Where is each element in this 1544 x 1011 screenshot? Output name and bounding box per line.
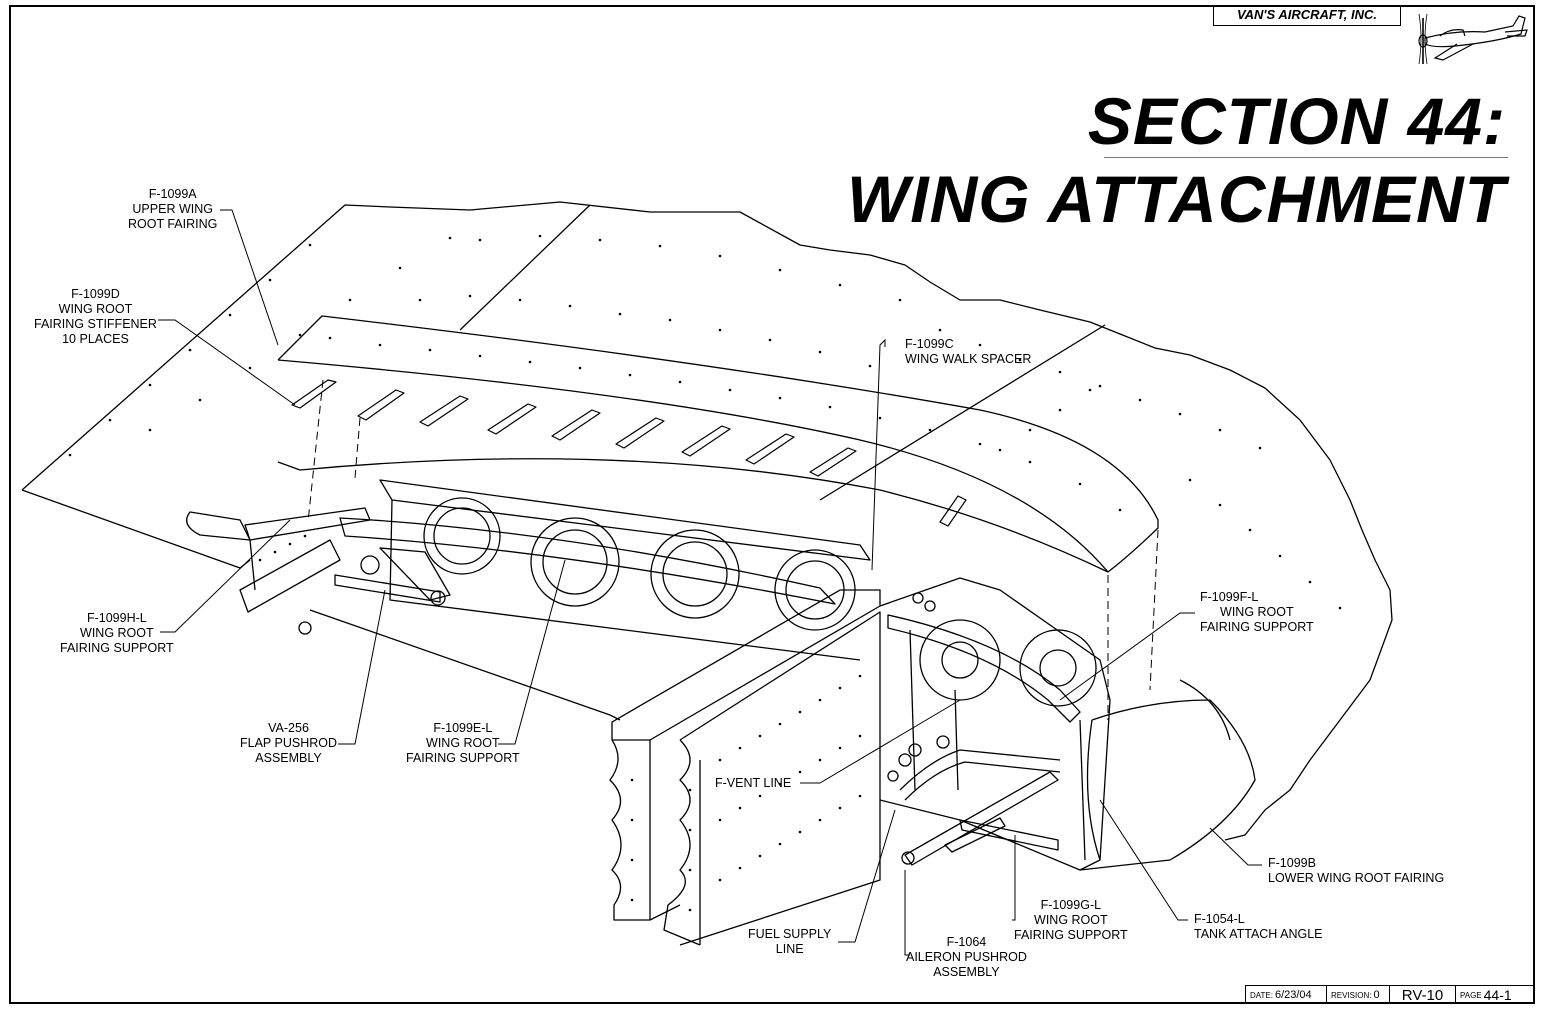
callout-line: F-VENT LINE bbox=[715, 776, 792, 790]
fairing-stiffeners bbox=[291, 379, 967, 527]
aileron-pushrod bbox=[904, 771, 1059, 866]
callout-lower-wing-root-fairing: F-1099B LOWER WING ROOT FAIRING bbox=[1268, 856, 1444, 886]
upper-fairing bbox=[277, 315, 1159, 573]
page-value: 44-1 bbox=[1483, 987, 1512, 1003]
part-number: F-1099G-L bbox=[1040, 898, 1102, 912]
callout-line: FUEL SUPPLY bbox=[748, 927, 832, 941]
callout-line: WING WALK SPACER bbox=[905, 352, 1032, 366]
callout-fairing-support-f: F-1099F-L WING ROOT FAIRING SUPPORT bbox=[1200, 590, 1314, 635]
part-number: F-1099B bbox=[1268, 856, 1316, 870]
section-title: SECTION 44: bbox=[1087, 84, 1506, 158]
part-number: F-1054-L bbox=[1194, 912, 1245, 926]
airplane-logo-icon bbox=[1418, 13, 1528, 65]
callout-line: WING ROOT bbox=[58, 302, 133, 316]
callout-flap-pushrod: VA-256 FLAP PUSHROD ASSEMBLY bbox=[240, 721, 337, 766]
company-name: VAN'S AIRCRAFT, INC. bbox=[1213, 5, 1401, 26]
callout-line: UPPER WING bbox=[132, 202, 213, 216]
flap-pushrod bbox=[334, 574, 441, 603]
title-divider bbox=[1104, 157, 1508, 158]
callout-line: WING ROOT bbox=[1034, 913, 1108, 927]
rivet-pattern bbox=[68, 234, 1342, 912]
part-number: F-1099H-L bbox=[86, 611, 147, 625]
part-number: F-1099C bbox=[905, 337, 954, 351]
callout-fairing-support-h: F-1099H-L WING ROOT FAIRING SUPPORT bbox=[60, 611, 174, 656]
leader-lines bbox=[158, 209, 1262, 956]
callout-line: FAIRING SUPPORT bbox=[1014, 928, 1128, 942]
callout-line: FAIRING SUPPORT bbox=[60, 641, 174, 655]
spar-channel bbox=[611, 589, 881, 741]
callout-line: TANK ATTACH ANGLE bbox=[1194, 927, 1323, 941]
wing-skin bbox=[21, 201, 1393, 841]
callout-fairing-support-e: F-1099E-L WING ROOT FAIRING SUPPORT bbox=[406, 721, 520, 766]
part-number: F-1064 bbox=[946, 935, 987, 949]
page-label: PAGE bbox=[1460, 990, 1482, 1000]
model-cell: RV-10 bbox=[1390, 986, 1456, 1004]
callout-line: FAIRING STIFFENER bbox=[34, 317, 157, 331]
callout-fairing-support-g: F-1099G-L WING ROOT FAIRING SUPPORT bbox=[1014, 898, 1128, 943]
date-cell: DATE: 6/23/04 bbox=[1246, 986, 1327, 1004]
fairing-support-e bbox=[339, 517, 836, 605]
revision-value: 0 bbox=[1373, 989, 1380, 1001]
callout-vent-line: F-VENT LINE bbox=[715, 776, 791, 791]
section-subtitle: WING ATTACHMENT bbox=[847, 162, 1506, 236]
page-cell: PAGE 44-1 bbox=[1456, 986, 1534, 1004]
part-number: F-1099A bbox=[148, 187, 197, 201]
revision-label: REVISION: bbox=[1331, 990, 1372, 1000]
callout-line: WING ROOT bbox=[80, 626, 154, 640]
callout-fairing-stiffener: F-1099D WING ROOT FAIRING STIFFENER 10 P… bbox=[34, 287, 157, 347]
callout-line: AILERON PUSHROD bbox=[906, 950, 1027, 964]
callout-line: WING ROOT bbox=[1220, 605, 1294, 619]
drawing-border bbox=[9, 5, 1535, 1004]
part-number: F-1099E-L bbox=[433, 721, 493, 735]
date-value: 6/23/04 bbox=[1274, 989, 1312, 1001]
title-block: DATE: 6/23/04 REVISION: 0 RV-10 PAGE 44-… bbox=[1245, 985, 1535, 1004]
callout-upper-wing-root-fairing: F-1099A UPPER WING ROOT FAIRING bbox=[128, 187, 217, 232]
callout-fuel-supply-line: FUEL SUPPLY LINE bbox=[748, 927, 831, 957]
revision-cell: REVISION: 0 bbox=[1327, 986, 1390, 1004]
callout-aileron-pushrod: F-1064 AILERON PUSHROD ASSEMBLY bbox=[906, 935, 1027, 980]
callout-line: FAIRING SUPPORT bbox=[406, 751, 520, 765]
fairing-support-f bbox=[887, 614, 1081, 723]
part-number: F-1099D bbox=[71, 287, 120, 301]
callout-wing-walk-spacer: F-1099C WING WALK SPACER bbox=[905, 337, 1031, 367]
callout-line: LOWER WING ROOT FAIRING bbox=[1268, 871, 1445, 885]
callout-tank-attach-angle: F-1054-L TANK ATTACH ANGLE bbox=[1194, 912, 1323, 942]
vent-line bbox=[954, 689, 959, 791]
callout-line: ROOT FAIRING bbox=[128, 217, 218, 231]
fairing-support-h bbox=[244, 507, 371, 541]
callout-line: ASSEMBLY bbox=[255, 751, 322, 765]
part-number: F-1099F-L bbox=[1200, 590, 1259, 604]
date-label: DATE: bbox=[1250, 990, 1273, 1000]
callout-line: FLAP PUSHROD bbox=[240, 736, 338, 750]
callout-line: LINE bbox=[775, 942, 804, 956]
callout-line: 10 PLACES bbox=[62, 332, 129, 346]
callout-line: ASSEMBLY bbox=[933, 965, 1000, 979]
lower-fairing bbox=[1079, 699, 1256, 871]
callout-line: FAIRING SUPPORT bbox=[1200, 620, 1314, 634]
callout-line: WING ROOT bbox=[426, 736, 500, 750]
fairing-support-g bbox=[959, 819, 1059, 851]
part-number: VA-256 bbox=[268, 721, 309, 735]
